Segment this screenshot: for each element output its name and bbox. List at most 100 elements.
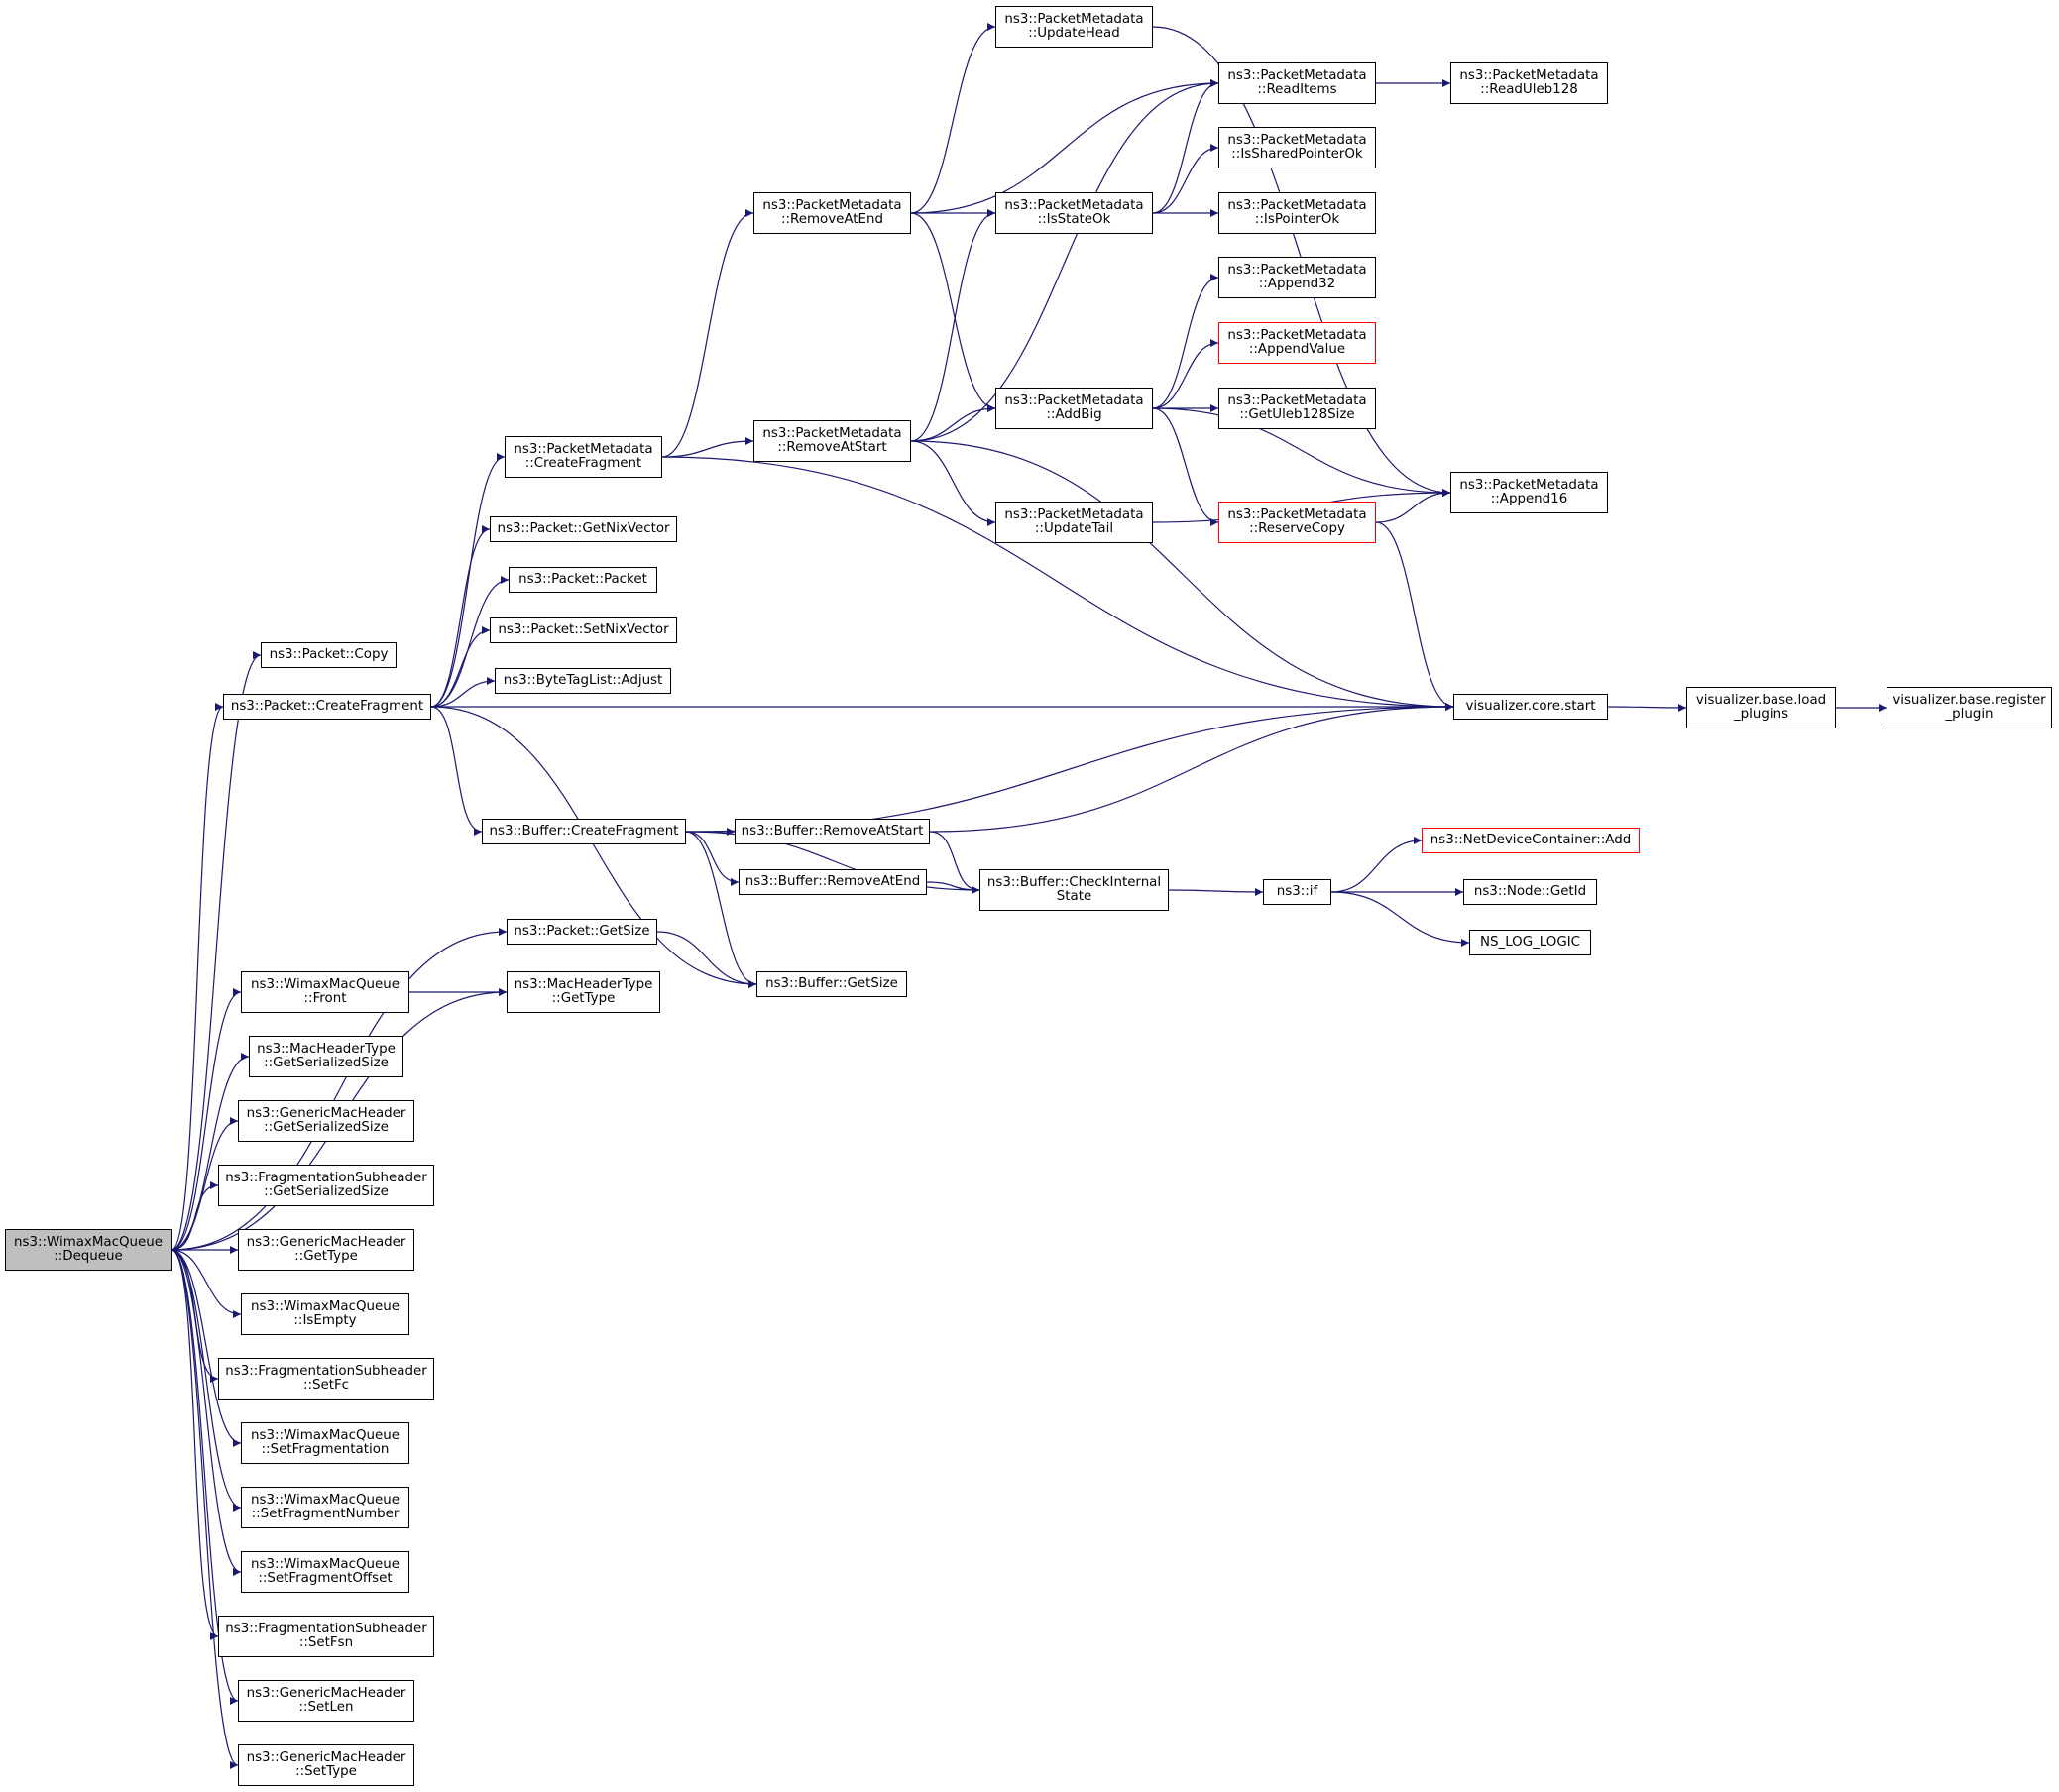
node-fragsub-setfc[interactable]: ns3::FragmentationSubheader::SetFc — [218, 1358, 434, 1400]
node-label: ns3::FragmentationSubheader — [225, 1170, 427, 1185]
node-pm-addbig[interactable]: ns3::PacketMetadata::AddBig — [995, 388, 1153, 429]
node-label: ::GetSerializedSize — [264, 1056, 389, 1070]
node-genericmacheader-getserializedsize[interactable]: ns3::GenericMacHeader::GetSerializedSize — [238, 1100, 414, 1142]
node-pm-updatetail[interactable]: ns3::PacketMetadata::UpdateTail — [995, 502, 1153, 543]
edge-packet_createfragment-to-pm_createfragment — [430, 453, 506, 708]
node-macheadertype-gettype[interactable]: ns3::MacHeaderType::GetType — [507, 971, 660, 1013]
node-label: ::AppendValue — [1248, 342, 1346, 357]
edge-pm_removeatstart-to-pm_updatetail — [910, 440, 996, 526]
node-label: ::RemoveAtEnd — [781, 212, 883, 227]
node-label: ns3::MacHeaderType — [257, 1041, 396, 1057]
node-viz-core-start[interactable]: visualizer.core.start — [1453, 694, 1608, 720]
edge-pm_removeatstart-to-viz_core_start — [910, 440, 1454, 711]
node-pm-removeatstart[interactable]: ns3::PacketMetadata::RemoveAtStart — [753, 420, 911, 462]
node-packet-setnixvector[interactable]: ns3::Packet::SetNixVector — [490, 617, 677, 643]
node-label: NS_LOG_LOGIC — [1479, 934, 1580, 950]
node-genericmacheader-gettype[interactable]: ns3::GenericMacHeader::GetType — [238, 1229, 414, 1271]
node-label: visualizer.base.load — [1695, 692, 1827, 708]
node-label: ::Front — [303, 991, 347, 1006]
node-ns-log-logic[interactable]: NS_LOG_LOGIC — [1469, 930, 1591, 955]
node-pm-readitems[interactable]: ns3::PacketMetadata::ReadItems — [1218, 62, 1376, 104]
node-pm-issharedpointerok[interactable]: ns3::PacketMetadata::IsSharedPointerOk — [1218, 127, 1376, 168]
node-pm-ispointerok[interactable]: ns3::PacketMetadata::IsPointerOk — [1218, 192, 1376, 234]
node-label: ::SetFragmentation — [261, 1442, 390, 1457]
node-genericmacheader-settype[interactable]: ns3::GenericMacHeader::SetType — [238, 1744, 414, 1786]
node-viz-base-register-plugin[interactable]: visualizer.base.register_plugin — [1887, 687, 2052, 728]
node-packet-createfragment[interactable]: ns3::Packet::CreateFragment — [223, 694, 431, 720]
edge-pm_removeatstart-to-pm_addbig — [910, 404, 996, 442]
edge-pm_createfragment-to-pm_removeatstart — [661, 437, 754, 458]
node-wimax-front[interactable]: ns3::WimaxMacQueue::Front — [241, 971, 409, 1013]
node-label: ns3::PacketMetadata — [514, 441, 653, 457]
node-label: ::IsStateOk — [1037, 212, 1111, 227]
node-label: ::ReserveCopy — [1249, 521, 1345, 536]
node-bytetaglist-adjust[interactable]: ns3::ByteTagList::Adjust — [495, 668, 671, 694]
node-packet-getsize[interactable]: ns3::Packet::GetSize — [507, 919, 657, 945]
node-pm-updatehead[interactable]: ns3::PacketMetadata::UpdateHead — [995, 6, 1153, 48]
node-pm-createfragment[interactable]: ns3::PacketMetadata::CreateFragment — [505, 436, 662, 478]
edge-root-to-genericmacheader_settype — [171, 1249, 239, 1769]
node-ns3-if[interactable]: ns3::if — [1263, 879, 1331, 905]
node-buffer-createfragment[interactable]: ns3::Buffer::CreateFragment — [482, 819, 686, 844]
node-label: ns3::Buffer::CreateFragment — [489, 823, 679, 839]
node-wimax-setfragmentoffset[interactable]: ns3::WimaxMacQueue::SetFragmentOffset — [241, 1551, 409, 1593]
node-label: ::UpdateHead — [1028, 26, 1120, 41]
node-wimax-setfragmentation[interactable]: ns3::WimaxMacQueue::SetFragmentation — [241, 1422, 409, 1464]
node-label: ns3::PacketMetadata — [1227, 392, 1367, 408]
node-packet-copy[interactable]: ns3::Packet::Copy — [261, 642, 397, 668]
edge-root-to-fragsub_setfsn — [171, 1249, 219, 1640]
edge-pm_removeatstart-to-pm_readitems — [910, 79, 1219, 442]
edge-buffer_removeatend-to-buffer_checkinternalstate — [926, 881, 980, 894]
node-label: ::SetFragmentOffset — [258, 1571, 393, 1586]
edge-pm_isstateok-to-pm_issharedpointerok — [1152, 144, 1219, 214]
node-pm-append32[interactable]: ns3::PacketMetadata::Append32 — [1218, 257, 1376, 298]
node-packet-getnixvector[interactable]: ns3::Packet::GetNixVector — [490, 516, 677, 542]
node-label: ::IsSharedPointerOk — [1231, 147, 1363, 162]
node-label: ::Append32 — [1258, 277, 1336, 291]
node-pm-removeatend[interactable]: ns3::PacketMetadata::RemoveAtEnd — [753, 192, 911, 234]
node-label: ns3::PacketMetadata — [1004, 392, 1144, 408]
node-macheadertype-getserializedsize[interactable]: ns3::MacHeaderType::GetSerializedSize — [249, 1036, 403, 1077]
node-viz-base-load-plugins[interactable]: visualizer.base.load_plugins — [1686, 687, 1836, 728]
node-label: _plugin — [1945, 707, 1994, 722]
node-fragsub-setfsn[interactable]: ns3::FragmentationSubheader::SetFsn — [218, 1616, 434, 1657]
edge-ns3_if-to-netdevicecontainer_add — [1330, 837, 1423, 893]
edge-packet_createfragment-to-buffer_createfragment — [430, 706, 483, 836]
node-buffer-removeatend[interactable]: ns3::Buffer::RemoveAtEnd — [739, 869, 927, 895]
node-label: ns3::Packet::CreateFragment — [230, 698, 424, 714]
node-pm-getuleb128size[interactable]: ns3::PacketMetadata::GetUleb128Size — [1218, 388, 1376, 429]
node-packet-packet[interactable]: ns3::Packet::Packet — [509, 567, 657, 593]
edge-pm_reservecopy-to-viz_core_start — [1375, 521, 1454, 711]
node-label: ns3::PacketMetadata — [1227, 327, 1367, 343]
node-fragsub-getserializedsize[interactable]: ns3::FragmentationSubheader::GetSerializ… — [218, 1165, 434, 1206]
edge-packet_createfragment-to-buffer_getsize — [430, 706, 757, 988]
node-label: ns3::PacketMetadata — [762, 197, 902, 213]
node-pm-isstateok[interactable]: ns3::PacketMetadata::IsStateOk — [995, 192, 1153, 234]
node-pm-appendvalue[interactable]: ns3::PacketMetadata::AppendValue — [1218, 322, 1376, 364]
edge-pm_addbig-to-pm_append16 — [1152, 407, 1451, 497]
node-label: State — [1056, 889, 1092, 904]
node-wimax-isempty[interactable]: ns3::WimaxMacQueue::IsEmpty — [241, 1293, 409, 1335]
node-label: ::SetFc — [302, 1378, 350, 1393]
node-pm-reservecopy[interactable]: ns3::PacketMetadata::ReserveCopy — [1218, 502, 1376, 543]
node-buffer-removeatstart[interactable]: ns3::Buffer::RemoveAtStart — [735, 819, 930, 844]
node-pm-append16[interactable]: ns3::PacketMetadata::Append16 — [1450, 472, 1608, 513]
node-node-getid[interactable]: ns3::Node::GetId — [1463, 879, 1597, 905]
node-label: visualizer.base.register — [1892, 692, 2046, 708]
node-label: ::GetType — [551, 991, 616, 1006]
node-buffer-getsize[interactable]: ns3::Buffer::GetSize — [756, 971, 907, 997]
node-netdevicecontainer-add[interactable]: ns3::NetDeviceContainer::Add — [1422, 828, 1640, 853]
node-genericmacheader-setlen[interactable]: ns3::GenericMacHeader::SetLen — [238, 1680, 414, 1722]
edge-root-to-packet_createfragment — [171, 703, 224, 1251]
node-label: ns3::MacHeaderType — [514, 976, 653, 992]
node-label: ::GetType — [294, 1249, 358, 1264]
node-label: ns3::Packet::Copy — [269, 646, 389, 662]
edge-root-to-genericmacheader_getserializedsize — [171, 1117, 239, 1251]
edge-buffer_createfragment-to-buffer_getsize — [685, 831, 757, 988]
node-label: ::UpdateTail — [1034, 521, 1114, 536]
node-label: ns3::FragmentationSubheader — [225, 1621, 427, 1636]
node-pm-readuleb128[interactable]: ns3::PacketMetadata::ReadUleb128 — [1450, 62, 1608, 104]
node-wimax-setfragmentnumber[interactable]: ns3::WimaxMacQueue::SetFragmentNumber — [241, 1487, 409, 1528]
